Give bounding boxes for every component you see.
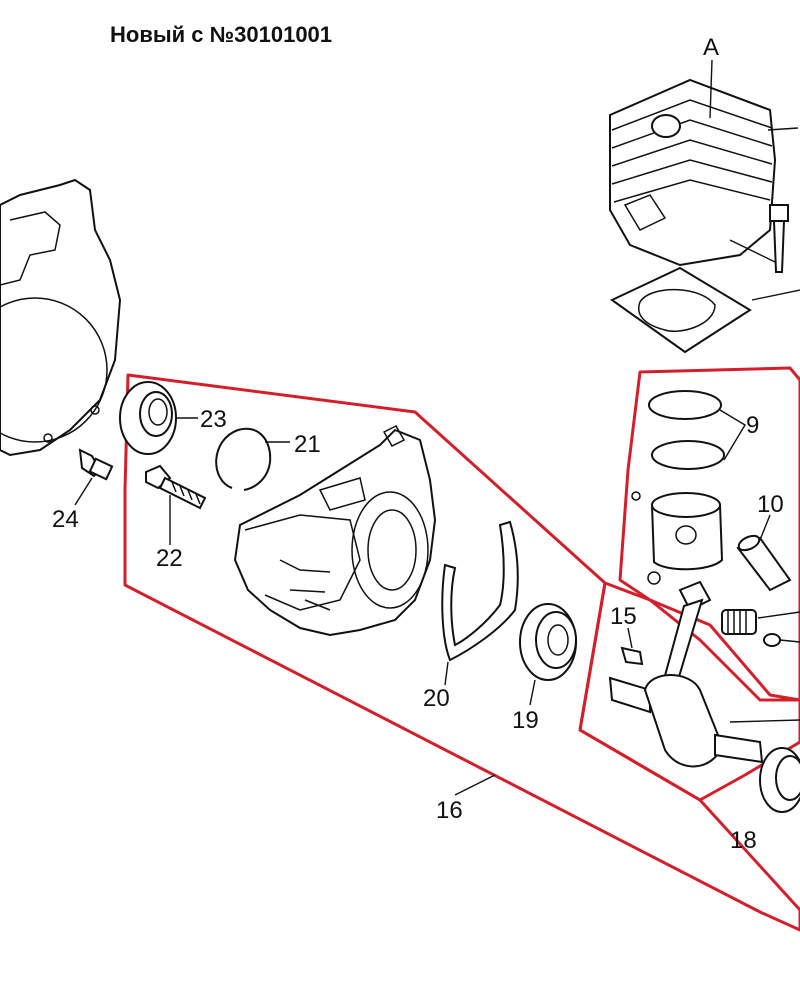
- label-10: 10: [757, 491, 784, 518]
- leader-19: [529, 679, 536, 706]
- leader-crank: [729, 719, 800, 723]
- bearing-18: [759, 747, 800, 813]
- leader-24: [74, 477, 93, 506]
- leader-15: [627, 627, 633, 649]
- crankshaft: [608, 580, 764, 768]
- leader-cyl-top: [767, 127, 799, 131]
- bearing-19: [519, 603, 577, 681]
- label-18: 18: [730, 827, 757, 854]
- label-20: 20: [423, 685, 450, 712]
- group-outline-piston: [618, 366, 800, 702]
- thrust-washer: [763, 633, 781, 647]
- bolt-22: [145, 464, 207, 510]
- leader-washer: [779, 639, 800, 643]
- cylinder-bolt: [769, 204, 789, 273]
- piston-rings-9: [648, 390, 725, 470]
- piston: [631, 491, 724, 585]
- label-21: 21: [294, 431, 321, 458]
- group-outline-crankcase: [123, 373, 800, 932]
- leader-cylinder-bolt: [729, 239, 776, 263]
- group-outline-crankshaft: [578, 581, 800, 802]
- leader-9: [719, 409, 746, 461]
- label-22: 22: [156, 545, 183, 572]
- label-15: 15: [610, 603, 637, 630]
- leader-gasket: [751, 289, 800, 301]
- needle-bearing: [721, 609, 757, 635]
- circlip-21: [215, 427, 272, 491]
- crankcase-16: [233, 425, 437, 637]
- gasket-20: [441, 520, 519, 662]
- diagram-title: Новый с №30101001: [110, 22, 333, 47]
- leader-20: [444, 661, 449, 686]
- starter-gasket: [0, 178, 122, 457]
- oil-seal-23: [119, 381, 177, 455]
- label-16: 16: [436, 797, 463, 824]
- piston-pin-10: [736, 534, 792, 592]
- leader-16: [454, 774, 496, 796]
- label-23: 23: [200, 406, 227, 433]
- label-19: 19: [512, 707, 539, 734]
- cylinder-gasket: [610, 266, 752, 354]
- label-9: 9: [746, 412, 759, 439]
- bolt-24: [78, 448, 114, 481]
- leader-needle: [757, 611, 800, 619]
- label-A: A: [703, 34, 719, 61]
- woodruff-key-15: [620, 646, 644, 666]
- leader-A: [709, 59, 713, 119]
- cylinder-A: [609, 78, 777, 267]
- label-24: 24: [52, 506, 79, 533]
- leader-10: [759, 514, 771, 541]
